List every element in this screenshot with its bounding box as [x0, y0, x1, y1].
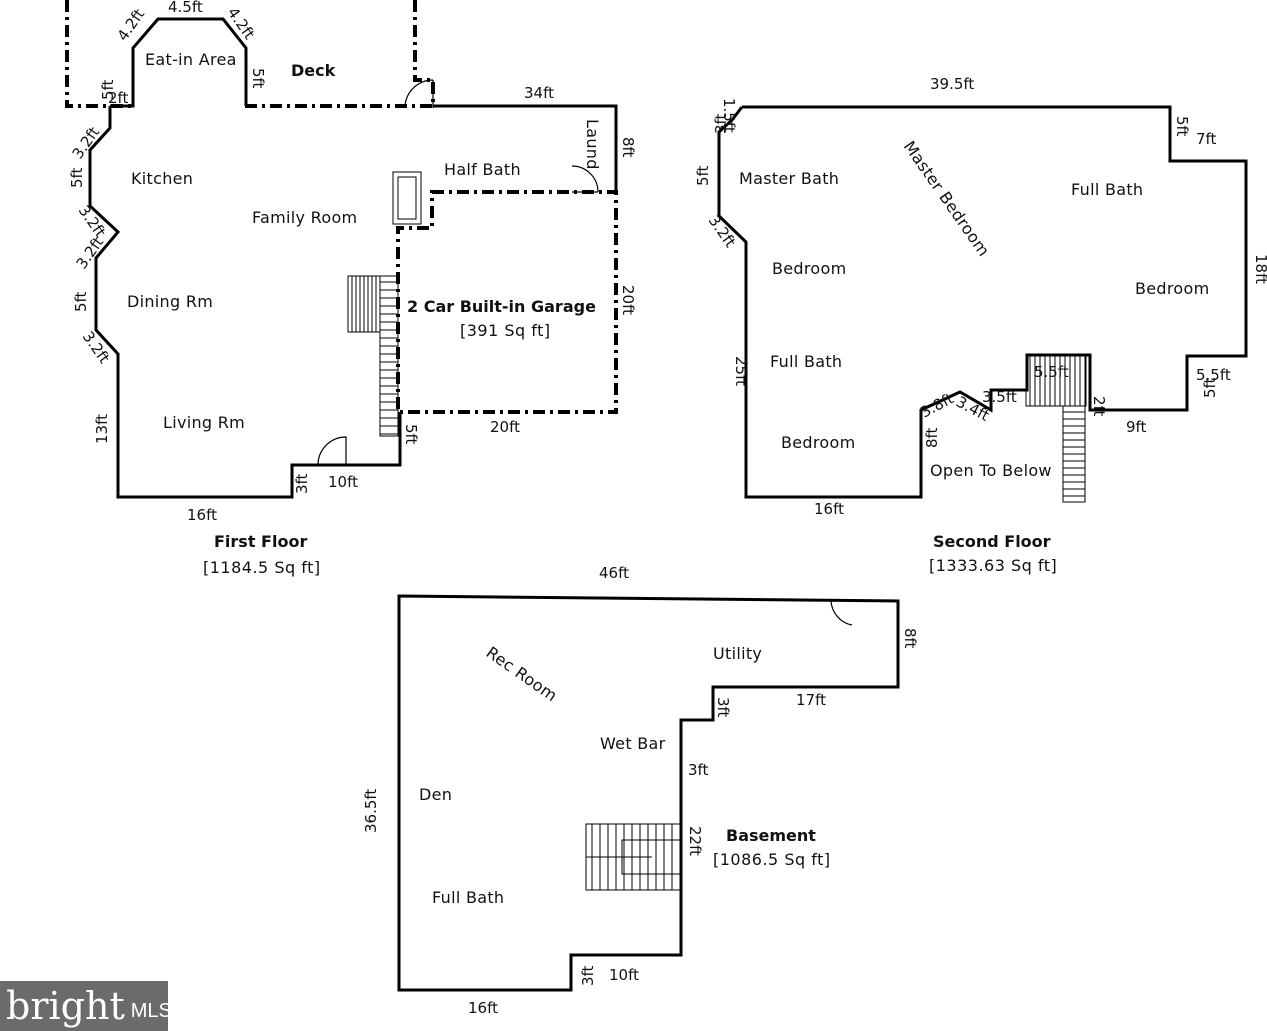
half-bath-label: Half Bath — [444, 160, 521, 179]
laundry-label: Laund — [583, 119, 602, 170]
dim-label: 17ft — [796, 691, 826, 709]
dim-label: 5.5ft — [1034, 363, 1069, 381]
garage-area-label: [391 Sq ft] — [460, 321, 551, 340]
garage-label: 2 Car Built-in Garage — [407, 297, 596, 316]
living-label: Living Rm — [163, 413, 245, 432]
mls-logo-text: MLS — [130, 999, 172, 1022]
stair-outline — [621, 839, 683, 875]
dim-label: 10ft — [609, 966, 639, 984]
dim-label: 5ft — [1173, 116, 1191, 137]
dim-label: 7ft — [1196, 130, 1217, 148]
first-floor-area: [1184.5 Sq ft] — [203, 558, 321, 577]
dim-label: 2ft — [108, 89, 129, 107]
dim-label: 5ft — [694, 165, 712, 186]
dim-label: 2ft — [1090, 396, 1108, 417]
dim-label: 39.5ft — [930, 75, 974, 93]
basement-area: [1086.5 Sq ft] — [713, 850, 831, 869]
full-bath-label: Full Bath — [770, 352, 842, 371]
dim-label: 3ft — [579, 965, 597, 986]
basement-door — [830, 599, 857, 626]
dim-label: 34ft — [524, 84, 554, 102]
basement-title: Basement — [726, 826, 816, 845]
dim-label: 36.5ft — [362, 789, 380, 833]
garage-wall — [396, 190, 618, 414]
master-bath-label: Master Bath — [739, 169, 839, 188]
second-floor-stairs — [1025, 353, 1087, 503]
wet-bar-label: Wet Bar — [600, 734, 666, 753]
first-floor-outer-wall — [88, 104, 618, 499]
first-floor-title: First Floor — [214, 532, 307, 551]
full-bath-label: Full Bath — [1071, 180, 1143, 199]
bedroom-label: Bedroom — [772, 259, 846, 278]
dim-label: 3ft — [688, 761, 709, 779]
second-floor-plan: Master Bath Master Bedroom Full Bath Bed… — [694, 75, 1267, 575]
eat-in-bay-wall — [110, 17, 248, 108]
second-floor-outer-wall — [717, 105, 1248, 499]
bright-logo-text: bright — [6, 984, 125, 1028]
dim-label: 46ft — [599, 564, 629, 582]
dim-label: 10ft — [328, 473, 358, 491]
dim-label: 4.2ft — [224, 4, 259, 43]
dim-label: 5ft — [99, 79, 117, 100]
rec-room-label: Rec Room — [483, 643, 561, 706]
dim-label: 5ft — [1201, 377, 1219, 398]
dim-label: 9ft — [1126, 418, 1147, 436]
dim-label: 16ft — [187, 506, 217, 524]
basement-outer-wall — [397, 594, 900, 992]
dim-label: 3ft — [714, 697, 732, 718]
stair-outline — [1025, 353, 1087, 407]
dim-label: 5.5ft — [1196, 366, 1231, 384]
first-floor-plan: Eat-in Area Deck Kitchen Family Room Hal… — [65, 0, 637, 577]
laundry-door — [571, 165, 599, 193]
stair-outline — [379, 275, 399, 437]
dim-label: 16ft — [468, 999, 498, 1017]
dim-label: 3ft — [293, 473, 311, 494]
dim-label: 20ft — [490, 418, 520, 436]
bright-mls-watermark: bright MLS — [0, 981, 172, 1031]
dim-label: 13ft — [93, 414, 111, 444]
first-floor-stairs — [347, 275, 399, 437]
basement-plan: Rec Room Utility Wet Bar Den Full Bath 4… — [362, 564, 919, 1017]
dim-label: 5ft — [249, 68, 267, 89]
utility-label: Utility — [713, 644, 762, 663]
family-room-label: Family Room — [252, 208, 357, 227]
basement-stairs — [585, 823, 683, 891]
dim-label: 1.5ft — [720, 98, 738, 133]
dim-label: 5ft — [68, 167, 86, 188]
dim-label: 8ft — [923, 427, 941, 448]
entry-door — [317, 436, 347, 466]
second-floor-area: [1333.63 Sq ft] — [929, 556, 1057, 575]
dim-label: 22ft — [686, 826, 704, 856]
dining-label: Dining Rm — [127, 292, 213, 311]
den-label: Den — [419, 785, 452, 804]
master-bedroom-label: Master Bedroom — [900, 137, 994, 260]
deck-door — [404, 79, 434, 109]
dim-label: 3ft — [712, 113, 730, 134]
dim-label: 3.2ft — [705, 212, 740, 251]
dim-label: 4.5ft — [168, 0, 203, 16]
eat-in-label: Eat-in Area — [145, 50, 237, 69]
open-to-below-label: Open To Below — [930, 461, 1052, 480]
dim-label: 5ft — [402, 424, 420, 445]
dim-label: 8ft — [619, 137, 637, 158]
dim-label: 16ft — [814, 500, 844, 518]
full-bath-label: Full Bath — [432, 888, 504, 907]
fireplace-inner — [397, 176, 417, 220]
dim-label: 5ft — [72, 291, 90, 312]
bedroom-label: Bedroom — [1135, 279, 1209, 298]
dim-label: 8ft — [901, 628, 919, 649]
deck-label: Deck — [291, 61, 336, 80]
dim-label: 18ft — [1252, 254, 1267, 284]
dim-label: 3.8ft — [917, 389, 956, 421]
dim-label: 3.5ft — [982, 388, 1017, 406]
fireplace-box — [392, 171, 422, 225]
dim-label: 20ft — [619, 285, 637, 315]
kitchen-label: Kitchen — [131, 169, 193, 188]
bedroom-label: Bedroom — [781, 433, 855, 452]
dim-label: 25ft — [732, 356, 750, 386]
second-floor-title: Second Floor — [933, 532, 1051, 551]
dim-label: 3.2ft — [79, 328, 114, 367]
